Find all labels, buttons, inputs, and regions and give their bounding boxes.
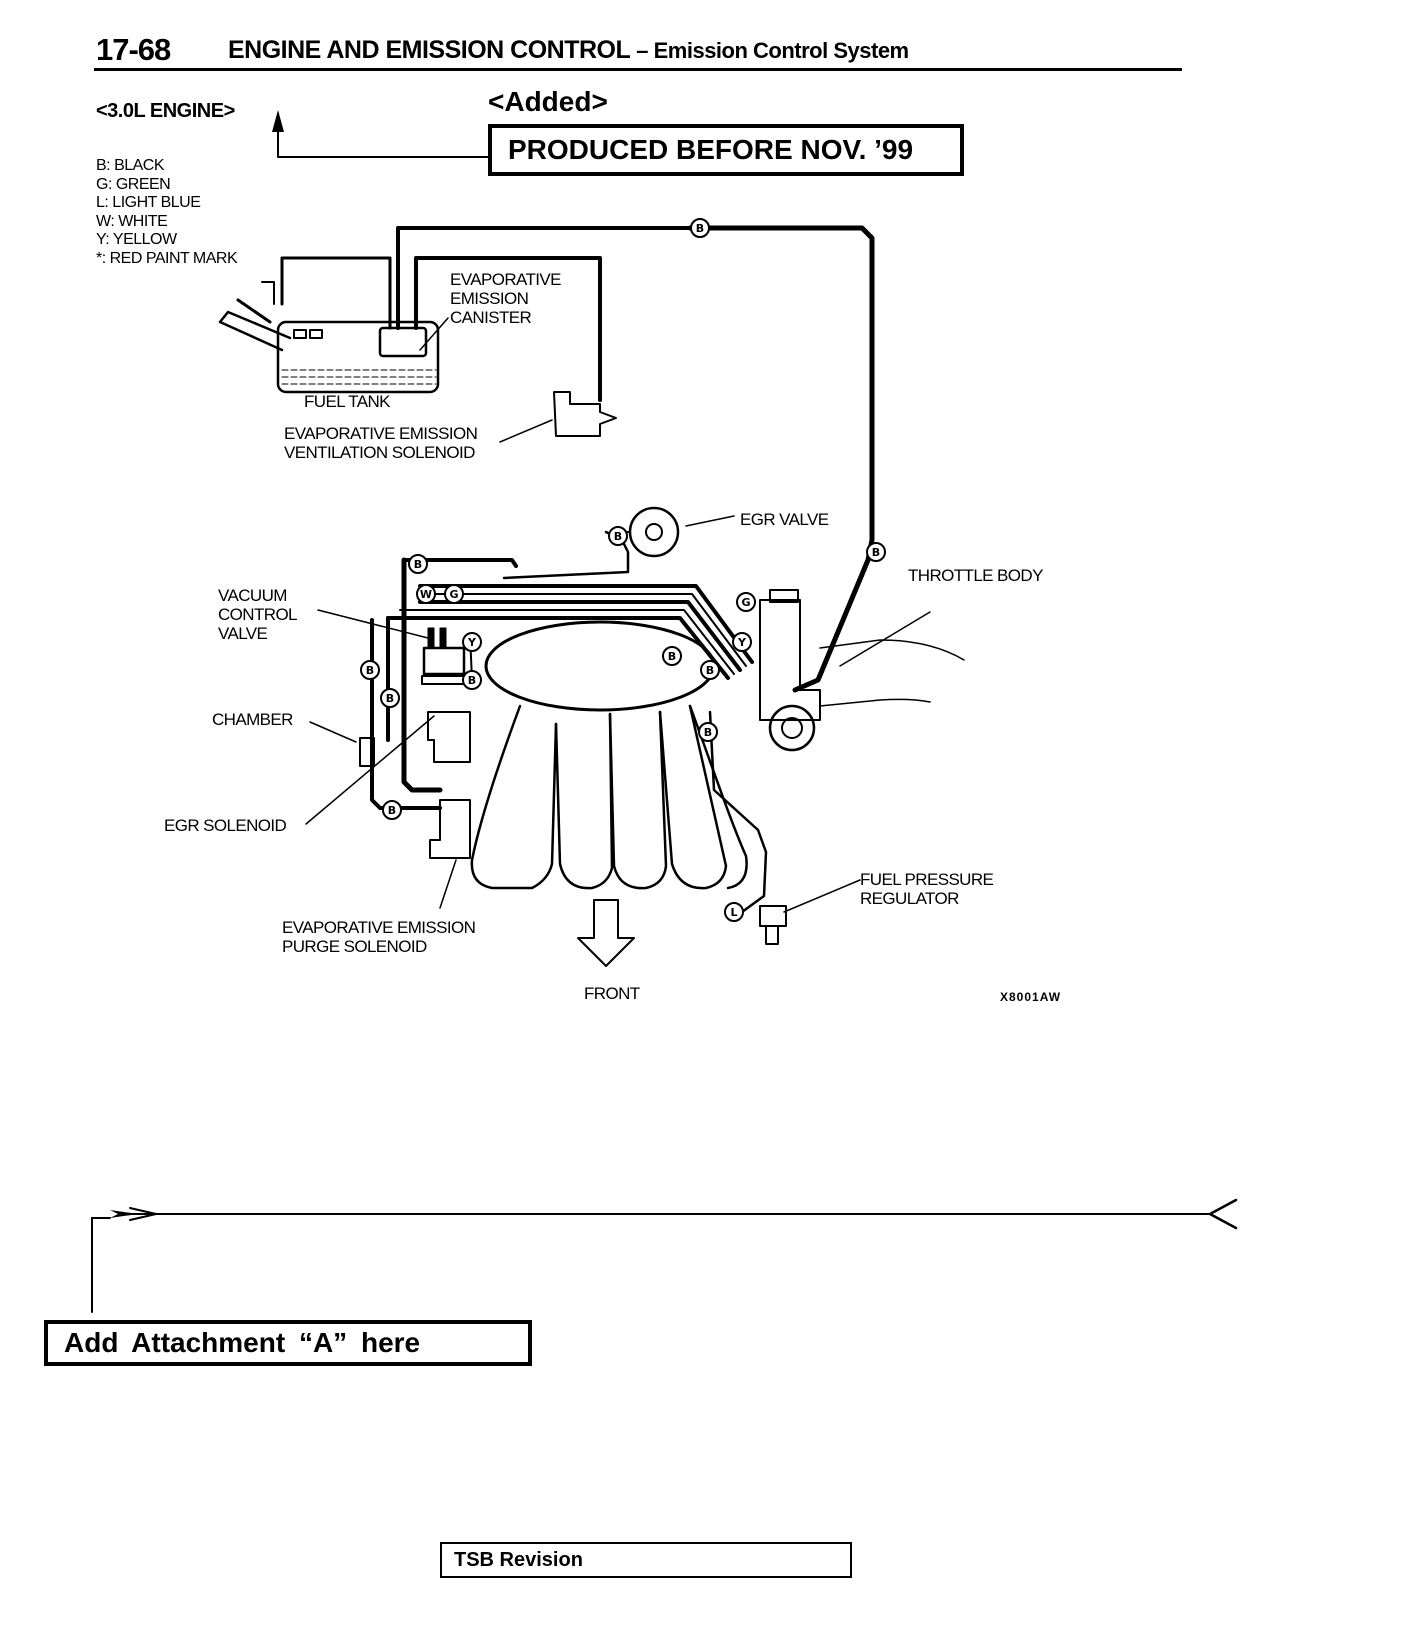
hose-tag: B bbox=[462, 670, 482, 690]
hose-tag: G bbox=[736, 592, 756, 612]
svg-text:B: B bbox=[668, 650, 676, 663]
svg-text:B: B bbox=[872, 546, 880, 559]
svg-text:B: B bbox=[386, 692, 394, 705]
tsb-revision-box: TSB Revision bbox=[440, 1542, 852, 1578]
egr-solenoid-label: EGR SOLENOID bbox=[164, 816, 287, 835]
figure-code: X8001AW bbox=[1000, 990, 1062, 1004]
hose-tag: B bbox=[698, 722, 718, 742]
page-header-title: ENGINE AND EMISSION CONTROL – Emission C… bbox=[228, 36, 909, 65]
hose-tag: B bbox=[690, 218, 710, 238]
color-legend: B: BLACK G: GREEN L: LIGHT BLUE W: WHITE… bbox=[96, 157, 238, 268]
header-rule bbox=[94, 68, 1182, 71]
svg-text:B: B bbox=[388, 804, 396, 817]
added-label: <Added> bbox=[488, 86, 608, 117]
chamber-label: CHAMBER bbox=[212, 710, 293, 729]
svg-text:B: B bbox=[704, 726, 712, 739]
hose-tag: B bbox=[360, 660, 380, 680]
vacuum-control-valve-label: VACUUM CONTROL VALVE bbox=[218, 586, 298, 643]
egr-valve-label: EGR VALVE bbox=[740, 510, 829, 529]
hose-tag: B bbox=[382, 800, 402, 820]
legend-item: *: RED PAINT MARK bbox=[96, 249, 238, 267]
hose-tag: B bbox=[608, 526, 628, 546]
svg-text:L: L bbox=[730, 906, 737, 919]
produced-before-box: PRODUCED BEFORE NOV. ’99 bbox=[488, 124, 964, 176]
throttle-body-label: THROTTLE BODY bbox=[908, 566, 1043, 585]
svg-text:B: B bbox=[468, 674, 476, 687]
svg-text:B: B bbox=[414, 558, 422, 571]
hose-tag: B bbox=[700, 660, 720, 680]
page-number: 17-68 bbox=[96, 32, 171, 67]
hose-tag: B bbox=[408, 554, 428, 574]
svg-text:B: B bbox=[366, 664, 374, 677]
hose-tag: G bbox=[444, 584, 464, 604]
hose-tag: B bbox=[866, 542, 886, 562]
front-label: FRONT bbox=[584, 984, 640, 1003]
hose-tag: L bbox=[724, 902, 744, 922]
engine-label: <3.0L ENGINE> bbox=[96, 100, 235, 122]
header-title-text: ENGINE AND EMISSION CONTROL bbox=[228, 36, 630, 64]
hose-tag: B bbox=[662, 646, 682, 666]
legend-item: G: GREEN bbox=[96, 175, 171, 193]
vent-solenoid-label: EVAPORATIVE EMISSION VENTILATION SOLENOI… bbox=[284, 424, 478, 462]
legend-item: L: LIGHT BLUE bbox=[96, 194, 201, 211]
purge-solenoid-label: EVAPORATIVE EMISSION PURGE SOLENOID bbox=[282, 918, 476, 956]
svg-text:B: B bbox=[614, 530, 622, 543]
legend-item: W: WHITE bbox=[96, 212, 168, 230]
svg-text:G: G bbox=[449, 588, 458, 601]
header-subtitle: – Emission Control System bbox=[636, 38, 909, 63]
svg-text:W: W bbox=[420, 588, 432, 601]
attachment-note-box: Add Attachment “A” here bbox=[44, 1320, 532, 1366]
svg-text:B: B bbox=[706, 664, 714, 677]
evap-canister-label: EVAPORATIVE EMISSION CANISTER bbox=[450, 270, 561, 327]
svg-text:B: B bbox=[696, 222, 704, 235]
svg-text:G: G bbox=[741, 596, 750, 609]
hose-tag: Y bbox=[732, 632, 752, 652]
hose-tag: B bbox=[380, 688, 400, 708]
fuel-pressure-regulator-label: FUEL PRESSURE REGULATOR bbox=[860, 870, 994, 908]
hose-tag: Y bbox=[462, 632, 482, 652]
fuel-tank-label: FUEL TANK bbox=[304, 392, 391, 411]
legend-item: Y: YELLOW bbox=[96, 231, 177, 248]
svg-text:Y: Y bbox=[467, 636, 477, 649]
legend-item: B: BLACK bbox=[96, 157, 165, 174]
svg-text:Y: Y bbox=[737, 636, 747, 649]
hose-tag: W bbox=[416, 584, 436, 604]
